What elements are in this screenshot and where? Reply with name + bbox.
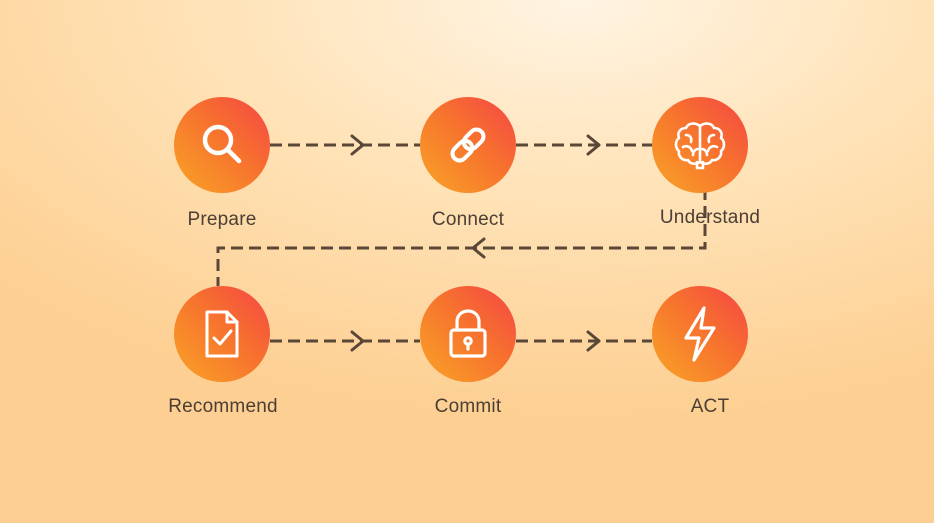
step-connect-node — [420, 97, 516, 193]
arrowhead-connect-understand — [586, 134, 601, 156]
step-understand-label: Understand — [659, 207, 761, 228]
arrowhead-understand-recommend — [471, 237, 486, 259]
step-commit-node — [420, 286, 516, 382]
step-act-label: ACT — [690, 396, 730, 417]
step-connect-label: Connect — [431, 209, 505, 230]
step-prepare-node — [174, 97, 270, 193]
arrowhead-recommend-commit — [350, 330, 365, 352]
step-prepare-label: Prepare — [187, 209, 257, 230]
search-icon — [202, 124, 242, 164]
arrowhead-commit-act — [586, 330, 601, 352]
connector-understand-recommend — [216, 170, 707, 286]
step-recommend-label: Recommend — [168, 396, 278, 417]
lock-icon — [449, 309, 487, 358]
step-act-node — [652, 286, 748, 382]
step-understand-node — [652, 97, 748, 193]
document-check-icon — [205, 310, 239, 358]
step-commit-label: Commit — [434, 396, 502, 417]
arrowhead-prepare-connect — [350, 134, 365, 156]
brain-icon — [674, 122, 726, 170]
link-icon — [450, 127, 486, 163]
step-recommend-node — [174, 286, 270, 382]
lightning-icon — [684, 306, 716, 362]
